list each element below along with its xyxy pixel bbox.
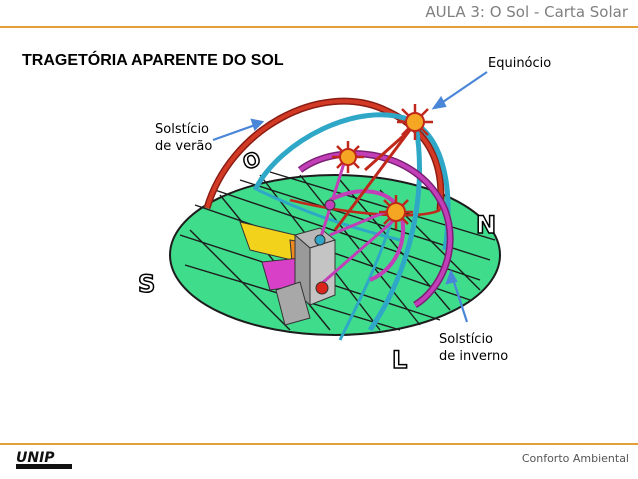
sun-icon	[332, 141, 364, 173]
sun-icon	[397, 104, 433, 140]
summer-solstice-line1: Solstício	[155, 122, 210, 137]
summer-solstice-line2: de verão	[155, 139, 213, 154]
winter-solstice-label: Solstício de inverno	[439, 331, 508, 365]
header-rule	[0, 26, 638, 28]
equinox-arc-3	[257, 188, 401, 242]
building-side	[309, 239, 336, 306]
winter-rays	[318, 159, 401, 287]
sun-icon	[379, 195, 413, 229]
point-magenta	[324, 199, 336, 211]
compass-east: L	[392, 346, 407, 374]
svg-text:UNIP: UNIP	[16, 450, 55, 466]
header-title: AULA 3: O Sol - Carta Solar	[425, 3, 628, 21]
footer-course: Conforto Ambiental	[521, 452, 629, 465]
compass-south: S	[138, 270, 155, 298]
summer-rays	[333, 128, 412, 231]
building-lower	[275, 281, 311, 326]
footer-rule	[0, 443, 638, 445]
summer-solstice-label: Solstício de verão	[155, 121, 212, 155]
compass-west: O	[240, 146, 264, 174]
winter-solstice-line1: Solstício	[439, 332, 494, 347]
pointer-arrows	[212, 71, 488, 323]
point-blue	[314, 234, 326, 246]
winter-solstice-line2: de inverno	[439, 349, 509, 364]
unip-logo: UNIP	[16, 450, 72, 469]
equinox-arc-2	[367, 119, 422, 332]
compass-north: N	[476, 211, 496, 239]
equinox-label: Equinócio	[488, 56, 552, 71]
equinox-arc-4	[338, 209, 397, 341]
point-red	[315, 281, 329, 295]
slide-title: TRAGETÓRIA APARENTE DO SOL	[22, 52, 284, 69]
